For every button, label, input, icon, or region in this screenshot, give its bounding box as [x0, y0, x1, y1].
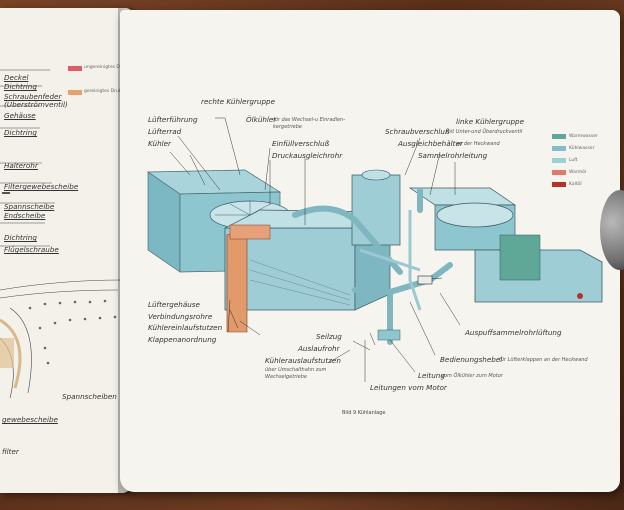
label-auspuffsammelrohrlueftung: Auspuffsammelrohrlüftung — [465, 328, 562, 337]
legend-swatch-cleaned-oil — [68, 90, 82, 95]
label-fluegelschraube: Flügelschraube — [4, 245, 59, 254]
label-filtergewebescheibe: Filtergewebescheibe — [4, 182, 79, 191]
label-gehaeuse: Gehäuse — [4, 111, 36, 120]
label-dichtring-2: Dichtring — [4, 128, 37, 137]
label-seilzug: Seilzug — [316, 332, 342, 341]
label-halterohr: Halterohr — [4, 161, 38, 170]
legend-swatch-uncleaned-oil — [68, 66, 82, 71]
legend-label: Warmöl — [569, 170, 587, 175]
right-page: rechte Kühlergruppe linke Kühlergruppe L… — [120, 10, 620, 492]
note-leitung: vom Ölkühler zum Motor — [441, 373, 503, 379]
legend-swatch-luft — [552, 158, 566, 163]
legend-label: Kühlwasser — [569, 146, 595, 151]
label-kuehlereinlaufstutzen: Kühlereinlaufstutzen — [148, 323, 223, 332]
label-deckel: Deckel — [4, 73, 29, 82]
label-ausgleichbehaelter: Ausgleichbehälter — [398, 139, 463, 148]
legend-label: Warmwasser — [569, 134, 598, 139]
pipes-thin — [359, 210, 422, 311]
label-leitungen-vom-motor: Leitungen vom Motor — [370, 383, 447, 392]
legend-label: Kaltöl — [569, 182, 582, 187]
note-ausgleichbehaelter: an der Heckwand — [456, 141, 500, 147]
label-druckausgleichrohr: Druckausgleichrohr — [272, 151, 343, 160]
note-kuehlerauslaufstutzen-2: Wechselgetriebe — [265, 374, 307, 380]
label-sammelrohrleitung: Sammelrohrleitung — [418, 151, 488, 160]
legend-swatch-kuehlwasser — [552, 146, 566, 151]
legend-swatch-kaltoel — [552, 182, 566, 187]
label-ueberstroemventil: (Überströmventil) — [4, 100, 68, 109]
label-einfuellverschluss: Einfüllverschluß — [272, 139, 330, 148]
label-schraubverschluss: Schraubverschluß — [385, 127, 450, 136]
label-verbindungsrohre: Verbindungsrohre — [148, 312, 213, 321]
note-kuehlerauslaufstutzen: über Umschalthahn zum — [265, 367, 327, 373]
label-dichtring-3: Dichtring — [4, 233, 37, 242]
label-left-cooler-group: linke Kühlergruppe — [456, 117, 525, 126]
label-kuehlerauslaufstutzen: Kühlerauslaufstutzen — [265, 356, 341, 365]
label-auslaufrohr: Auslaufrohr — [298, 344, 340, 353]
label-bedienungshebel: Bedienungshebel — [440, 355, 503, 364]
label-luefterfuehrung: Lüfterführung — [148, 115, 198, 124]
left-cooler-group-drawing — [351, 169, 603, 303]
legend-label: ungereinigtes Druköl — [84, 65, 131, 70]
label-spannscheibe: Spannscheibe — [4, 202, 55, 211]
label-spannscheiben: Spannscheiben — [62, 392, 117, 401]
legend-swatch-warmoel — [552, 170, 566, 175]
label-kuehler: Kühler — [148, 139, 172, 148]
label-right-cooler-group: rechte Kühlergruppe — [201, 97, 276, 106]
details — [417, 275, 443, 285]
label-lueftergehaeuse: Lüftergehäuse — [148, 300, 200, 309]
filter-drawing — [0, 69, 123, 399]
note-bedienungshebel: für Lüfterklappen an der Heckwand — [499, 357, 588, 363]
label-gewebescheibe: gewebescheibe — [2, 415, 58, 424]
left-page: ungereinigtes Druköl gereinigtes Druköl … — [0, 8, 132, 493]
label-klappenanordnung: Klappenanordnung — [148, 335, 217, 344]
leader-lines — [169, 117, 461, 382]
figure-caption: Bild 9 Kühlanlage — [342, 410, 386, 416]
legend-swatch-warmwasser — [552, 134, 566, 139]
label-luefterrad: Lüfterrad — [148, 127, 182, 136]
label-filter: filter — [2, 447, 19, 456]
legend-label: Luft — [569, 158, 578, 163]
label-dichtring: Dichtring — [4, 82, 37, 91]
note-schraubverschluss: mit Unter-und Überdruckventil — [446, 129, 523, 135]
label-leitung: Leitung — [418, 371, 445, 380]
note-oelkuehler-2: kergetriebe — [273, 124, 303, 130]
legend-label: gereinigtes Druköl — [84, 89, 126, 94]
label-endscheibe: Endscheibe — [4, 211, 46, 220]
cooling-system-diagram — [146, 117, 603, 382]
label-schraubenfeder: Schraubenfeder — [4, 92, 62, 101]
label-oelkuehler: Ölkühler — [246, 115, 277, 124]
note-oelkuehler: für das Wechsel-u Einradlen- — [273, 117, 346, 123]
